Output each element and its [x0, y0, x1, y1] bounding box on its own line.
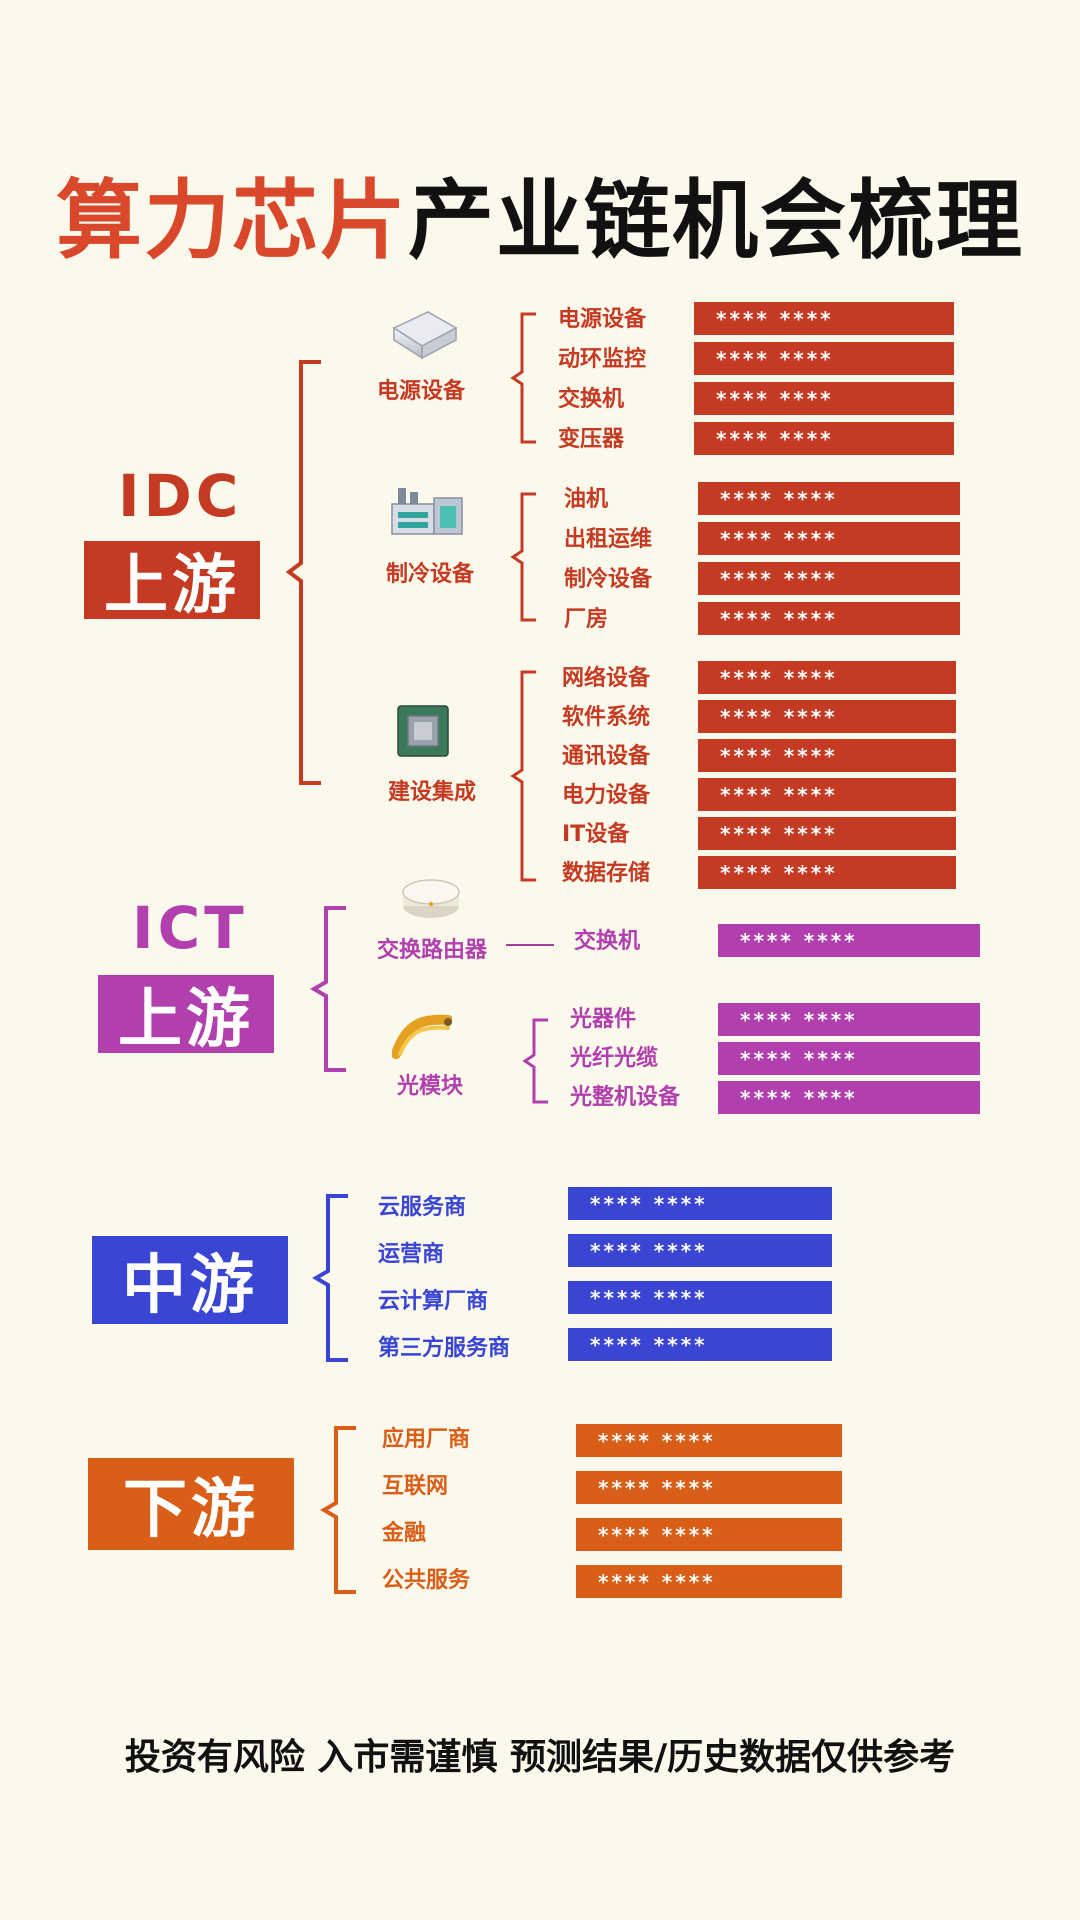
- cooling-building-icon: [391, 488, 463, 535]
- item-optical-2: 光纤光缆: [570, 1046, 659, 1071]
- item-optical-3: 光整机设备: [570, 1085, 681, 1110]
- item-power-4: 变压器: [558, 427, 625, 452]
- idc-upstream-label: 上游: [84, 541, 260, 623]
- brace-optical: [522, 1018, 548, 1104]
- masked-bar: **** ****: [694, 302, 954, 335]
- router-icon: [402, 879, 460, 918]
- item-construction-3: 通讯设备: [562, 744, 651, 769]
- item-construction-4: 电力设备: [562, 783, 651, 808]
- masked-bar: **** ****: [698, 778, 956, 811]
- item-optical-1: 光器件: [570, 1007, 637, 1032]
- optical-cable-icon: [392, 1014, 452, 1059]
- masked-bar: **** ****: [694, 422, 954, 455]
- masked-bar: **** ****: [576, 1565, 842, 1598]
- masked-bar: **** ****: [698, 661, 956, 694]
- item-router-1: 交换机: [574, 929, 641, 954]
- item-down-2: 互联网: [382, 1474, 449, 1499]
- title-highlight: 算力芯片: [56, 171, 408, 271]
- item-power-1: 电源设备: [558, 307, 647, 332]
- masked-bar: **** ****: [698, 522, 960, 555]
- midstream-label: 中游: [92, 1236, 288, 1324]
- page-title: 算力芯片产业链机会梳理: [0, 150, 1080, 275]
- masked-bar: **** ****: [698, 482, 960, 515]
- idc-main-brace: [285, 360, 321, 785]
- item-cooling-4: 厂房: [564, 607, 609, 632]
- item-mid-3: 云计算厂商: [378, 1289, 489, 1314]
- item-construction-2: 软件系统: [562, 705, 651, 730]
- masked-bar: **** ****: [718, 1042, 980, 1075]
- masked-bar: **** ****: [568, 1281, 832, 1314]
- masked-bar: **** ****: [698, 562, 960, 595]
- item-power-3: 交换机: [558, 387, 625, 412]
- brace-power: [510, 312, 536, 444]
- item-mid-1: 云服务商: [378, 1195, 467, 1220]
- item-mid-2: 运营商: [378, 1242, 445, 1267]
- masked-bar: **** ****: [694, 342, 954, 375]
- masked-bar: **** ****: [568, 1187, 832, 1220]
- group-label-power: 电源设备: [376, 379, 465, 404]
- masked-bar: **** ****: [568, 1234, 832, 1267]
- ict-sublabel: ICT: [132, 894, 248, 962]
- item-down-4: 公共服务: [382, 1568, 471, 1593]
- group-label-router: 交换路由器: [376, 938, 487, 963]
- downstream-label: 下游: [88, 1458, 294, 1550]
- brace-cooling: [510, 492, 536, 622]
- down-brace: [320, 1426, 356, 1594]
- power-supply-icon: [392, 311, 458, 360]
- masked-bar: **** ****: [718, 924, 980, 957]
- idc-sublabel: IDC: [118, 462, 243, 530]
- item-mid-4: 第三方服务商: [378, 1336, 511, 1361]
- masked-bar: **** ****: [698, 700, 956, 733]
- group-label-cooling: 制冷设备: [385, 562, 474, 587]
- title-main: 产业链机会梳理: [408, 171, 1024, 271]
- masked-bar: **** ****: [576, 1424, 842, 1457]
- mid-brace: [312, 1194, 348, 1362]
- group-label-optical: 光模块: [396, 1074, 463, 1099]
- item-construction-6: 数据存储: [562, 861, 651, 886]
- item-down-3: 金融: [382, 1521, 427, 1546]
- ict-upstream-label: 上游: [98, 975, 274, 1057]
- risk-disclaimer: 投资有风险 入市需谨慎 预测结果/历史数据仅供参考: [124, 1737, 956, 1778]
- group-label-construction: 建设集成: [387, 780, 476, 805]
- masked-bar: **** ****: [698, 739, 956, 772]
- masked-bar: **** ****: [568, 1328, 832, 1361]
- masked-bar: **** ****: [576, 1471, 842, 1504]
- masked-bar: **** ****: [576, 1518, 842, 1551]
- masked-bar: **** ****: [694, 382, 954, 415]
- item-construction-5: IT设备: [562, 822, 630, 847]
- masked-bar: **** ****: [698, 602, 960, 635]
- masked-bar: **** ****: [718, 1081, 980, 1114]
- router-connector: [506, 944, 554, 946]
- chip-icon: [397, 705, 449, 757]
- brace-construction: [510, 670, 536, 882]
- item-power-2: 动环监控: [558, 347, 647, 372]
- masked-bar: **** ****: [698, 817, 956, 850]
- item-down-1: 应用厂商: [382, 1427, 471, 1452]
- item-construction-1: 网络设备: [562, 666, 651, 691]
- item-cooling-3: 制冷设备: [564, 567, 653, 592]
- item-cooling-2: 出租运维: [564, 527, 653, 552]
- masked-bar: **** ****: [698, 856, 956, 889]
- item-cooling-1: 油机: [564, 487, 609, 512]
- masked-bar: **** ****: [718, 1003, 980, 1036]
- ict-main-brace: [310, 906, 346, 1072]
